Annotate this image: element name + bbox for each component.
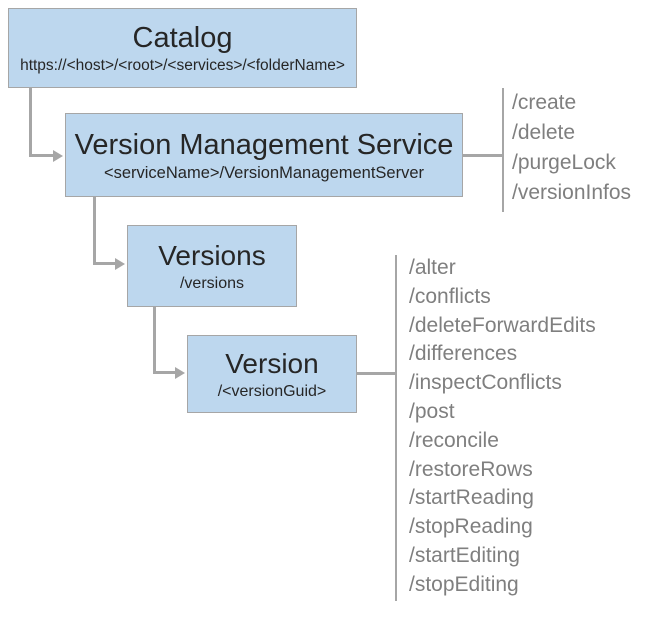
operation-item: /purgeLock (512, 151, 616, 174)
version-title: Version (225, 347, 319, 379)
version-url-template: /<versionGuid> (217, 382, 327, 400)
operation-item: /post (409, 399, 455, 423)
operation-item: /stopEditing (409, 572, 519, 596)
operation-item: /differences (409, 342, 518, 366)
connector-version-operations (357, 372, 396, 375)
arrowhead-icon (115, 257, 125, 270)
catalog-title: Catalog (132, 21, 233, 54)
connector-vms-versions-horizontal (93, 262, 117, 265)
connector-versions-version-horizontal (153, 371, 177, 374)
operation-item: /inspectConflicts (409, 371, 562, 395)
version-node: Version /<versionGuid> (187, 335, 357, 413)
versions-node: Versions /versions (127, 225, 297, 307)
catalog-url-template: https://<host>/<root>/<services>/<folder… (20, 56, 345, 74)
vms-operations-divider (501, 88, 504, 212)
version-operations-divider (394, 255, 397, 601)
operation-item: /versionInfos (512, 181, 632, 204)
vms-title: Version Management Service (74, 128, 454, 161)
vms-url-template: <serviceName>/VersionManagementServer (103, 163, 425, 182)
versions-title: Versions (158, 239, 266, 271)
operation-item: /startReading (409, 486, 534, 510)
version-operations-list: /alter /conflicts /deleteForwardEdits /d… (409, 254, 596, 600)
operation-item: /alter (409, 256, 456, 279)
operation-item: /create (512, 91, 577, 114)
connector-versions-version-vertical (153, 307, 156, 374)
operation-item: /startEditing (409, 543, 520, 567)
arrowhead-icon (53, 149, 63, 162)
operation-item: /restoreRows (409, 457, 533, 481)
connector-catalog-vms-vertical (29, 88, 32, 157)
operation-item: /delete (512, 121, 576, 144)
version-management-service-node: Version Management Service <serviceName>… (65, 113, 463, 197)
connector-vms-operations (463, 154, 503, 157)
vms-operations-list: /create /delete /purgeLock /versionInfos (512, 88, 631, 208)
versions-url-template: /versions (179, 274, 245, 292)
catalog-node: Catalog https://<host>/<root>/<services>… (8, 8, 357, 88)
connector-vms-versions-vertical (93, 197, 96, 265)
operation-item: /reconcile (409, 428, 499, 452)
operation-item: /deleteForwardEdits (409, 313, 596, 337)
arrowhead-icon (175, 366, 185, 379)
connector-catalog-vms-horizontal (29, 154, 55, 157)
operation-item: /stopReading (409, 515, 533, 539)
operation-item: /conflicts (409, 284, 491, 308)
